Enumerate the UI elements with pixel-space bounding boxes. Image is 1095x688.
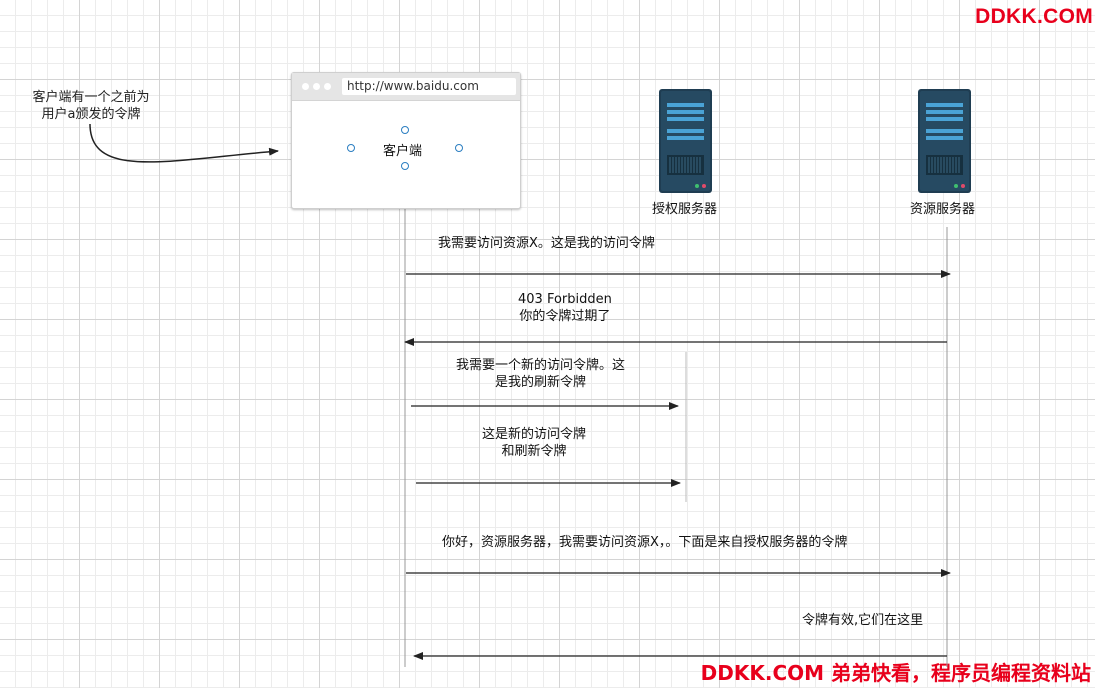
selection-handle-icon[interactable] xyxy=(401,162,409,170)
selection-handle-icon[interactable] xyxy=(401,126,409,134)
browser-url-field[interactable]: http://www.baidu.com xyxy=(342,78,516,95)
note-arrow xyxy=(89,123,279,163)
message-3-line1: 我需要一个新的访问令牌。这 xyxy=(456,358,626,373)
message-3-line2: 是我的刷新令牌 xyxy=(495,375,587,390)
watermark-top: DDKK.COM xyxy=(975,5,1093,28)
message-2-line2: 你的令牌过期了 xyxy=(519,309,611,324)
selection-handle-icon[interactable] xyxy=(455,144,463,152)
message-5-label: 你好，资源服务器，我需要访问资源X，。下面是来自授权服务器的令牌 xyxy=(442,535,848,550)
client-note-line2: 用户a颁发的令牌 xyxy=(41,107,141,122)
message-4-line1: 这是新的访问令牌 xyxy=(482,427,587,442)
resource-server-label: 资源服务器 xyxy=(910,202,976,217)
client-note: 客户端有一个之前为 用户a颁发的令牌 xyxy=(16,89,166,123)
watermark-bottom: DDKK.COM 弟弟快看，程序员编程资料站 xyxy=(700,661,1091,685)
message-6-label: 令牌有效,它们在这里 xyxy=(802,613,924,628)
auth-server-label: 授权服务器 xyxy=(652,202,718,217)
window-dot-icon xyxy=(313,83,320,90)
window-dot-icon xyxy=(302,83,309,90)
message-1-label: 我需要访问资源X。这是我的访问令牌 xyxy=(438,236,655,251)
message-3-label: 我需要一个新的访问令牌。这 是我的刷新令牌 xyxy=(456,357,625,391)
window-dot-icon xyxy=(324,83,331,90)
browser-toolbar: http://www.baidu.com xyxy=(292,73,520,101)
auth-server-icon xyxy=(659,89,712,193)
message-4-label: 这是新的访问令牌 和刷新令牌 xyxy=(482,426,586,460)
resource-server-icon xyxy=(918,89,971,193)
message-2-line1: 403 Forbidden xyxy=(518,292,612,307)
message-2-label: 403 Forbidden 你的令牌过期了 xyxy=(518,291,612,325)
browser-window: http://www.baidu.com xyxy=(291,72,521,209)
client-label: 客户端 xyxy=(383,144,423,159)
selection-handle-icon[interactable] xyxy=(347,144,355,152)
message-4-line2: 和刷新令牌 xyxy=(501,444,567,459)
client-note-line1: 客户端有一个之前为 xyxy=(32,90,150,105)
